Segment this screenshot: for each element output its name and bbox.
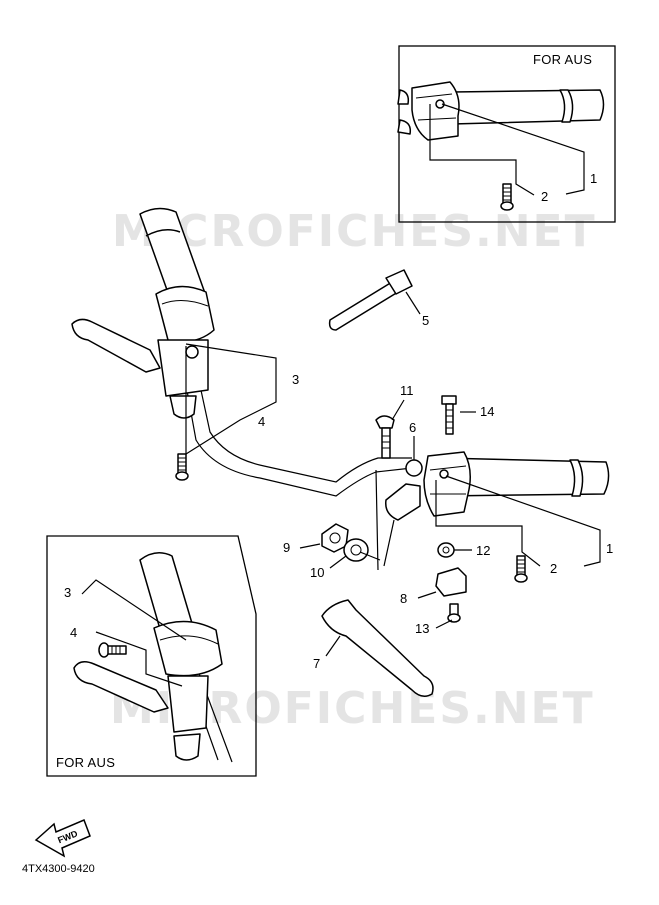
right-screw-2	[514, 555, 528, 583]
inset-top-right: FOR AUS 2 1	[397, 45, 616, 223]
callout-3: 3	[292, 372, 299, 387]
inset-stub-lower	[397, 119, 412, 135]
diagram-code: 4TX4300-9420	[22, 863, 95, 875]
callout-14: 14	[480, 404, 494, 419]
assembly-guide-lines	[359, 469, 395, 571]
bolt-11	[375, 415, 395, 459]
cable-tie	[328, 269, 413, 331]
adjuster-10	[343, 538, 369, 562]
leader-8	[417, 591, 437, 599]
inset-bottom-left: FOR AUS 3 4	[46, 535, 257, 777]
callout-10: 10	[310, 565, 324, 580]
callout-4-inset: 4	[70, 625, 77, 640]
callout-1: 1	[606, 541, 613, 556]
watermark-upper: MICROFICHES.NET	[112, 206, 597, 257]
inset-frame	[46, 535, 257, 777]
callout-2-inset: 2	[541, 189, 548, 204]
right-grip-assembly	[423, 451, 610, 517]
leader-2	[435, 480, 541, 567]
callout-2: 2	[550, 561, 557, 576]
leader-13	[435, 619, 453, 629]
inset-stub-upper	[397, 89, 410, 105]
inset-lever	[73, 661, 169, 713]
callout-3-inset: 3	[64, 585, 71, 600]
leader-3-4-left	[185, 343, 277, 455]
fwd-arrow-icon: FWD	[34, 819, 91, 858]
leader-7	[325, 635, 341, 657]
lever-7	[321, 599, 434, 697]
left-grip-assembly	[139, 207, 215, 419]
handlebar	[175, 329, 413, 497]
leader-5	[405, 291, 421, 315]
callout-5: 5	[422, 313, 429, 328]
callout-9: 9	[283, 540, 290, 555]
leader-11	[391, 399, 405, 421]
callout-8: 8	[400, 591, 407, 606]
switch-8	[435, 567, 467, 597]
inset-left-grip	[139, 552, 223, 761]
callout-4: 4	[258, 414, 265, 429]
leader-9	[299, 543, 321, 549]
callout-12: 12	[476, 543, 490, 558]
left-lever	[71, 318, 161, 373]
leader-2-inset	[429, 104, 535, 196]
inset-label-for-aus: FOR AUS	[56, 755, 115, 770]
inset-screw	[500, 183, 514, 211]
inset-frame	[398, 45, 616, 223]
callout-11: 11	[400, 383, 414, 398]
screw-13	[447, 603, 461, 623]
leader-1-inset	[441, 103, 585, 195]
collar-12	[437, 542, 455, 558]
inset-switch-housing	[411, 81, 460, 141]
inset-screw-4	[98, 642, 127, 658]
callout-13: 13	[415, 621, 429, 636]
inset-label-for-aus: FOR AUS	[533, 52, 592, 67]
left-screw	[175, 453, 189, 481]
screw-14	[441, 395, 457, 435]
callout-6: 6	[409, 420, 416, 435]
inset-right-grip	[451, 89, 605, 125]
callout-1-inset: 1	[590, 171, 597, 186]
leader-10	[329, 555, 347, 569]
callout-7: 7	[313, 656, 320, 671]
leader-1	[445, 475, 601, 567]
inset-leaders	[81, 579, 187, 687]
